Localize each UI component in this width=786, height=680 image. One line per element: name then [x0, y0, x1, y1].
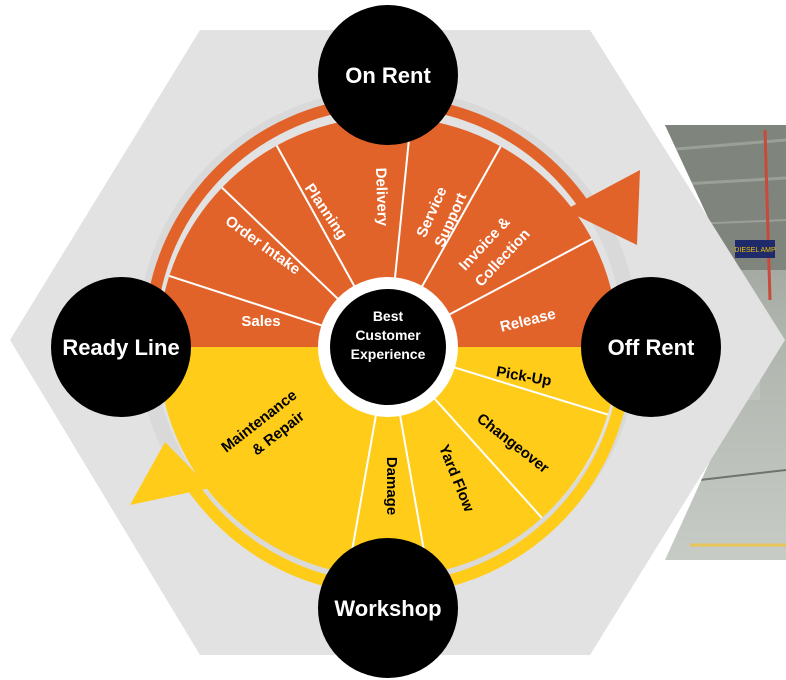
node-on-rent-label: On Rent: [345, 63, 431, 88]
label-delivery: Delivery: [372, 167, 391, 227]
photo-sign-text: DIESEL AMP: [734, 247, 776, 254]
node-ready-line: Ready Line: [51, 277, 191, 417]
label-sales: Sales: [241, 313, 280, 330]
label-damage: Damage: [383, 457, 400, 515]
node-off-rent: Off Rent: [581, 277, 721, 417]
center-line-2: Customer: [355, 327, 421, 343]
center-hub: [330, 289, 446, 405]
node-workshop-label: Workshop: [334, 596, 441, 621]
lower-arrow-head: [130, 442, 210, 505]
segment-damage: [348, 347, 428, 578]
segment-wheel: [157, 117, 619, 578]
node-on-rent: On Rent: [318, 5, 458, 145]
center-line-1: Best: [373, 308, 404, 324]
center-line-3: Experience: [351, 346, 426, 362]
segment-maintenance-repair: [157, 347, 388, 574]
upper-arrow-head: [565, 170, 640, 245]
node-off-rent-label: Off Rent: [608, 335, 695, 360]
node-ready-line-label: Ready Line: [62, 335, 179, 360]
segment-invoice-collection: [388, 146, 592, 347]
node-workshop: Workshop: [318, 538, 458, 678]
